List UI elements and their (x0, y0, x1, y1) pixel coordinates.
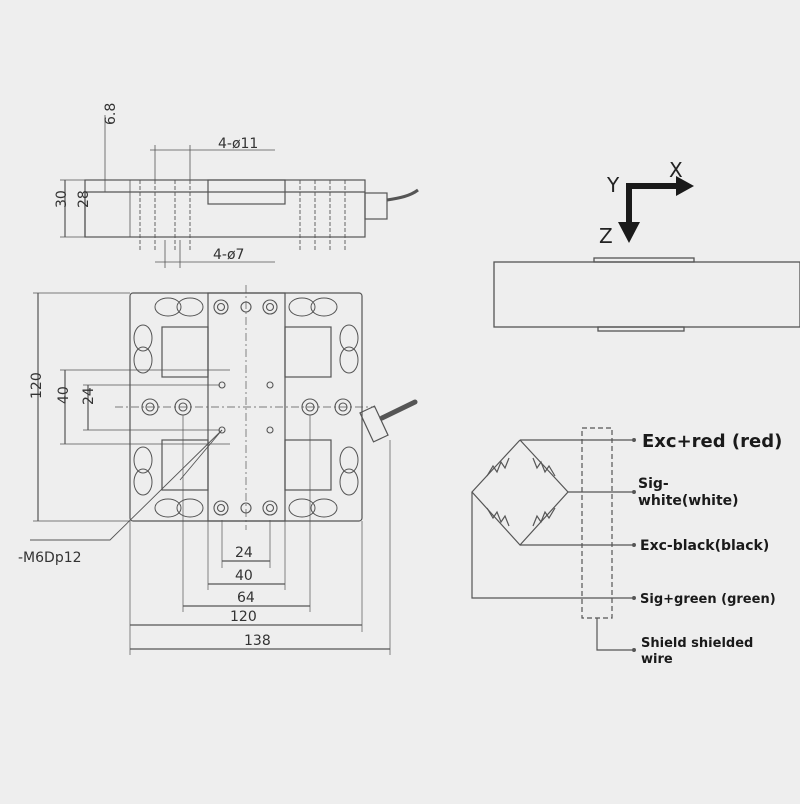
plan-cable (379, 399, 418, 421)
dim-label-6-8: 6.8 (103, 103, 119, 125)
dim-label-120-vertical: 120 (29, 372, 45, 399)
thread-label: -M6Dp12 (18, 550, 82, 566)
shield-box (581, 427, 613, 619)
side-view-holes (139, 180, 346, 250)
cable-side (386, 188, 419, 202)
side-view-body (84, 179, 366, 238)
wiring-diagram (471, 427, 632, 651)
dim-label-64: 64 (237, 590, 255, 606)
resistor-3-icon (486, 507, 510, 527)
side-view (60, 115, 419, 268)
dim-label-28: 28 (76, 190, 92, 208)
wire-label-exc-pos: Exc+red (red) (642, 431, 782, 452)
axis-label-z: Z (599, 224, 613, 248)
plan-pocket-tr (284, 326, 332, 378)
wire-label-sig-neg-1: Sig- (638, 476, 669, 492)
plan-pocket-tl (161, 326, 209, 378)
side-profile-bottom-pad (597, 326, 685, 332)
plan-pocket-bl (161, 439, 209, 491)
bridge-outline (471, 439, 569, 546)
dim-label-40: 40 (235, 568, 253, 584)
resistor-1-icon (486, 457, 510, 477)
wire-terminals (632, 438, 636, 652)
wire-label-shield-1: Shield shielded (641, 636, 753, 651)
resistor-4-icon (532, 507, 556, 527)
axis-label-y: Y (606, 173, 620, 197)
x-axis-arrow-icon (676, 176, 694, 196)
side-profile-body (493, 261, 800, 328)
plan-view (30, 285, 418, 655)
side-view-slot (207, 179, 286, 205)
plan-center-lines (115, 285, 375, 530)
axis-indicator (618, 176, 694, 243)
dim-label-24: 24 (235, 545, 253, 561)
dim-label-24-vertical: 24 (81, 387, 97, 405)
dim-label-holes-top: 4-ø11 (218, 136, 258, 152)
wire-shield (596, 618, 632, 651)
wire-label-exc-neg: Exc-black(black) (640, 538, 769, 554)
dim-label-holes-bottom: 4-ø7 (213, 247, 244, 263)
plan-holes (141, 299, 352, 516)
wire-label-shield-2: wire (641, 652, 673, 667)
cable-gland (364, 192, 388, 220)
dim-label-138: 138 (244, 633, 271, 649)
dim-label-40-vertical: 40 (56, 386, 72, 404)
wire-sig-pos (471, 492, 632, 599)
dim-label-30: 30 (54, 190, 70, 208)
side-profile-top-pad (593, 257, 695, 263)
dim-label-120: 120 (230, 609, 257, 625)
thread-leader (30, 429, 223, 541)
plan-cutouts (133, 297, 359, 518)
wire-label-sig-pos: Sig+green (green) (640, 592, 776, 607)
z-axis-arrow-icon (618, 222, 640, 243)
plan-pocket-br (284, 439, 332, 491)
resistor-2-icon (532, 457, 556, 477)
plan-cable-gland (359, 405, 389, 443)
wire-label-sig-neg-2: white(white) (638, 493, 739, 509)
axis-label-x: X (669, 158, 683, 182)
side-profile (493, 257, 800, 332)
